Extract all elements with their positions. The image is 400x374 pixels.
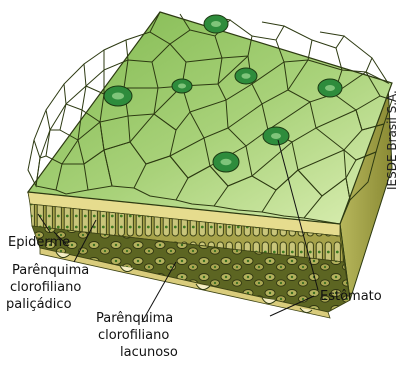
label-lacunoso-line-3: lacunoso — [120, 345, 178, 360]
label-lacunoso-line-2: clorofiliano — [98, 328, 169, 343]
stoma-1 — [204, 15, 228, 33]
stoma-5 — [318, 79, 342, 97]
stoma-7 — [213, 152, 239, 172]
stoma-3 — [172, 79, 192, 93]
label-palicadico-line-2: clorofiliano — [10, 280, 81, 295]
stoma-6 — [263, 127, 289, 145]
stoma-2 — [104, 86, 132, 106]
label-epiderme: Epiderme — [8, 235, 70, 250]
image-credit: IESDE Brasil S.A. — [385, 90, 399, 190]
label-palicadico-line-3: paliçádico — [6, 297, 72, 312]
label-estomato: Estômato — [320, 289, 382, 304]
label-lacunoso-line-1: Parênquima — [96, 311, 173, 326]
stoma-4 — [235, 68, 257, 84]
label-palicadico-line-1: Parênquima — [12, 263, 89, 278]
